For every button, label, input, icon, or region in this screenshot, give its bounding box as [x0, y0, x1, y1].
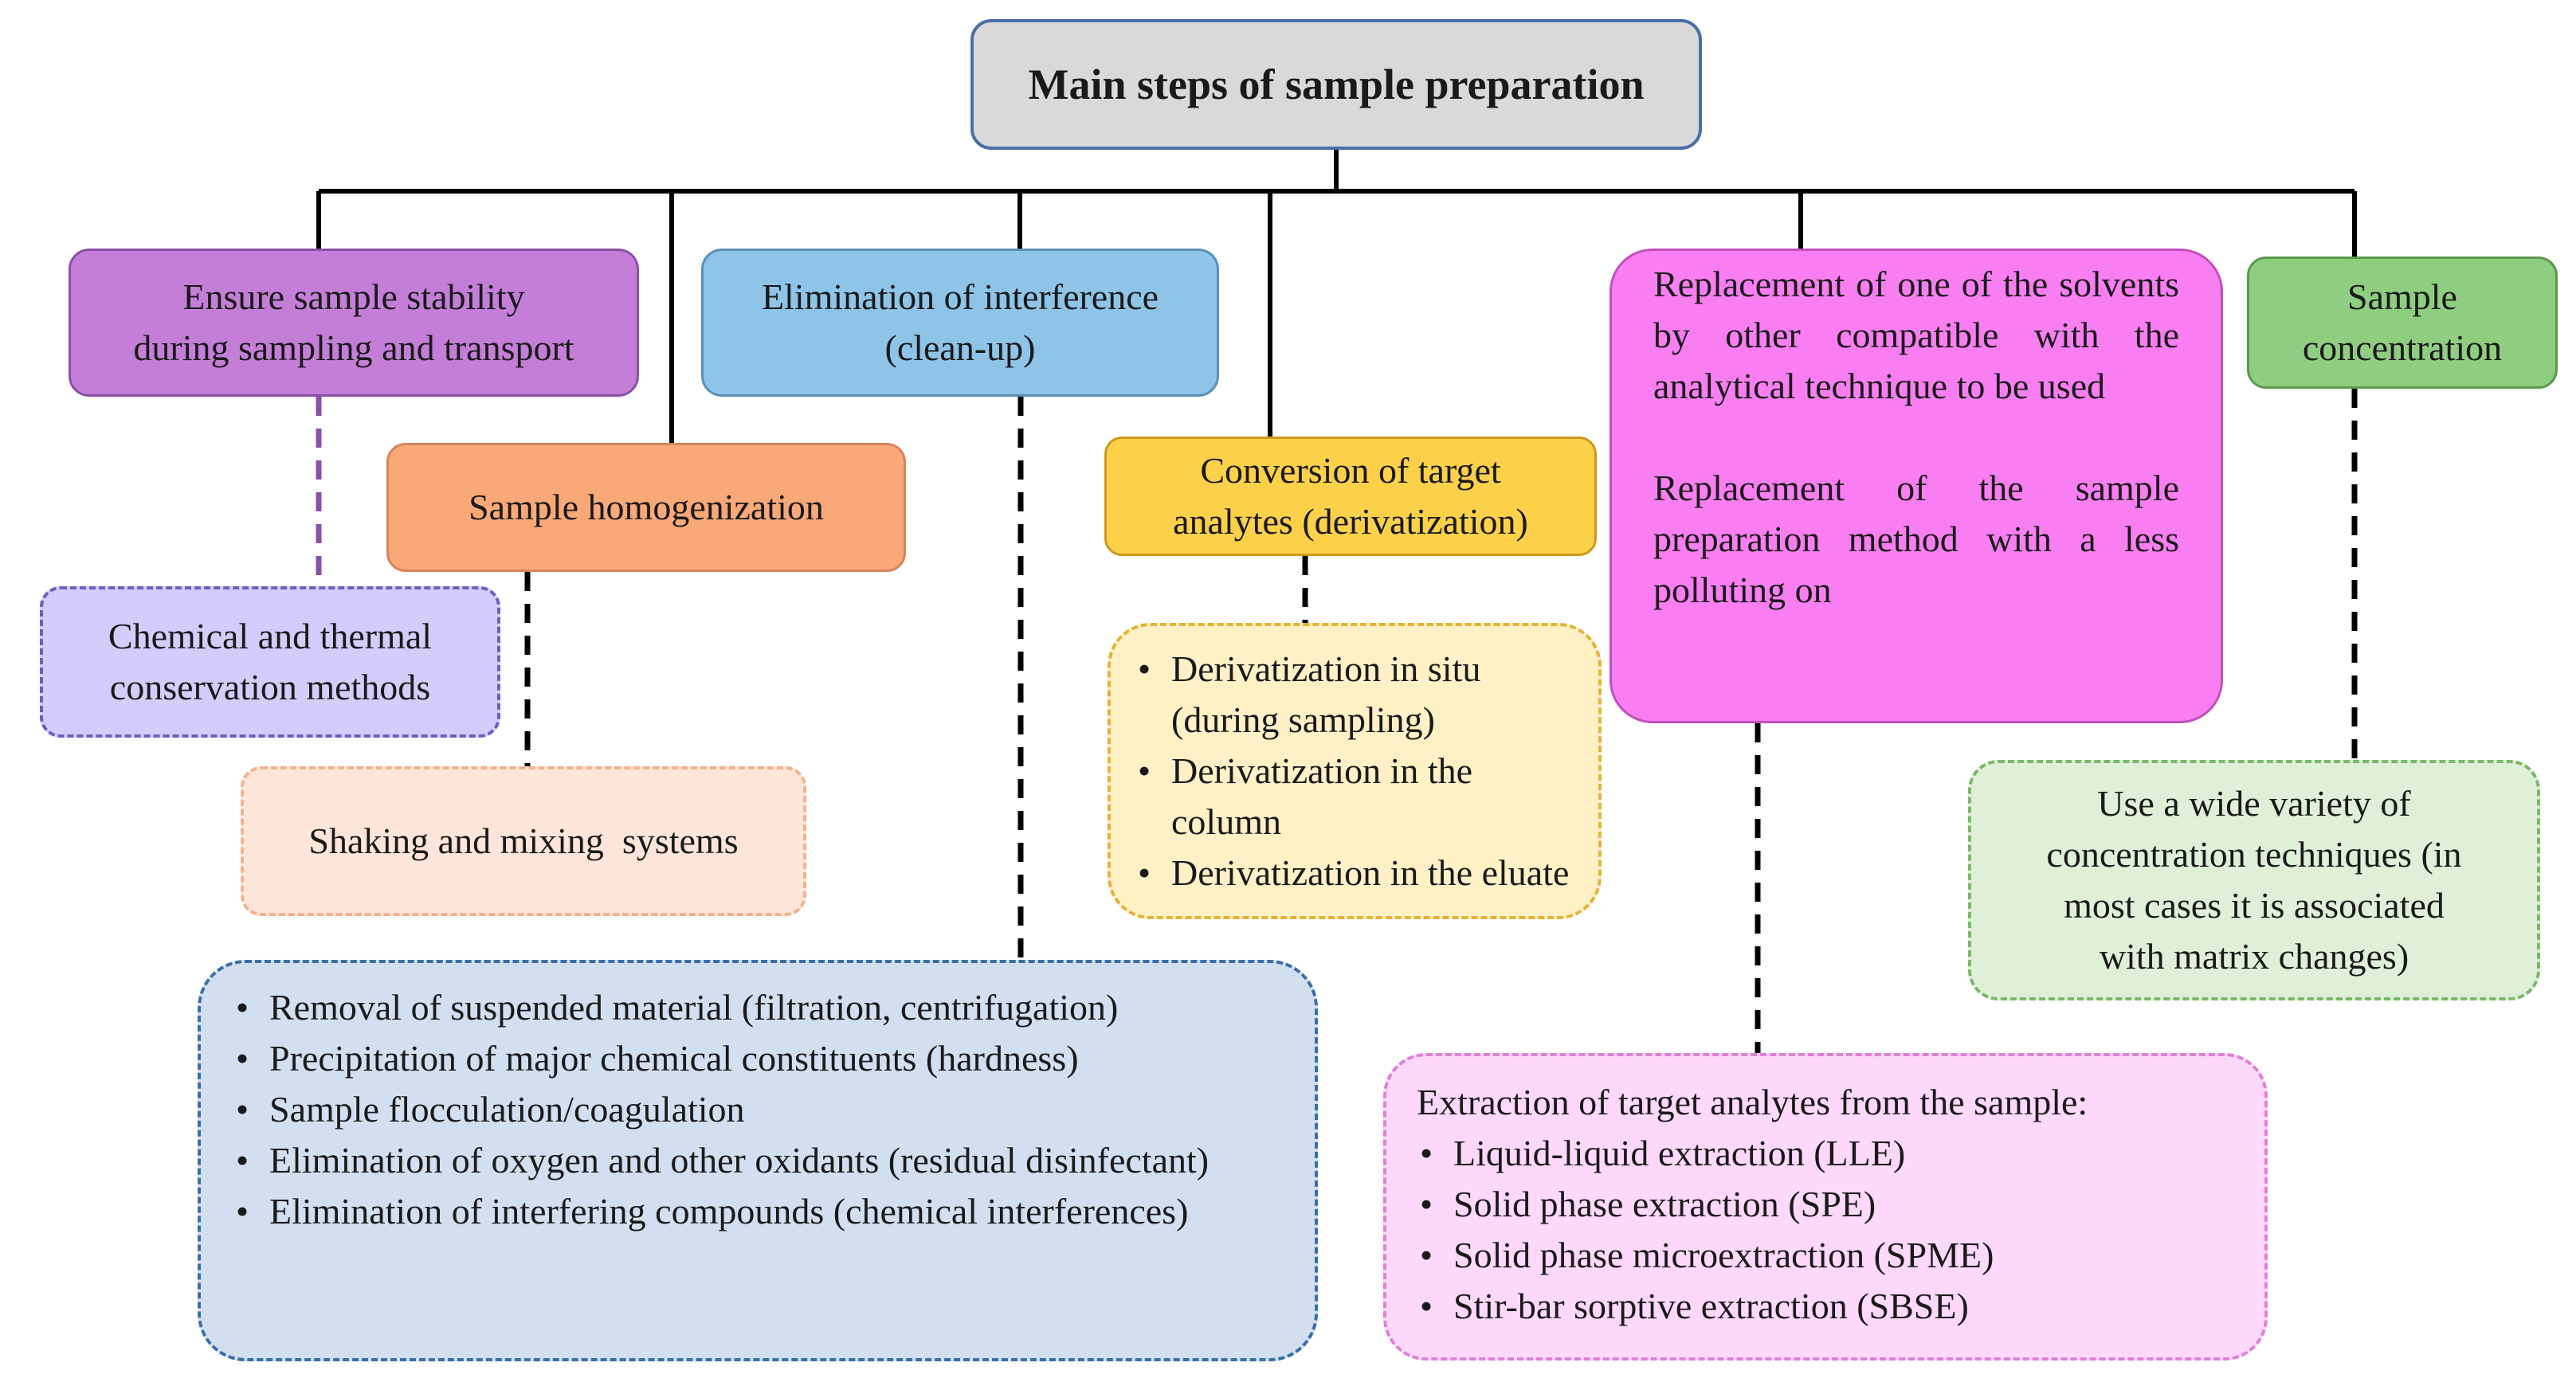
extraction-technique-item: Stir-bar sorptive extraction (SBSE)	[1417, 1281, 1994, 1332]
detail-concentration-techniques: Use a wide variety of concentration tech…	[1968, 760, 2540, 1000]
replacement-paragraph-2: Replacement of the sample preparation me…	[1653, 468, 2179, 610]
step-derivatization-line-2: analytes (derivatization)	[1173, 501, 1528, 542]
extraction-technique-list: Liquid-liquid extraction (LLE) Solid pha…	[1417, 1128, 1994, 1332]
step-replacement: Replacement of one of the solvents by ot…	[1610, 249, 2223, 723]
interference-method-item: Sample flocculation/coagulation	[233, 1084, 1209, 1135]
detail-conservation-line-2: conservation methods	[109, 667, 431, 707]
step-stability-line-2: during sampling and transport	[133, 327, 574, 368]
step-interference-line-1: Elimination of interference	[761, 276, 1159, 317]
detail-concentration-line-1: Use a wide variety of	[2097, 783, 2411, 824]
extraction-technique-item: Solid phase extraction (SPE)	[1417, 1179, 1994, 1230]
root-label: Main steps of sample preparation	[1028, 61, 1645, 108]
step-sample-homogenization: Sample homogenization	[386, 443, 906, 572]
step-sample-concentration: Sample concentration	[2247, 256, 2558, 389]
step-derivatization-line-1: Conversion of target	[1200, 450, 1501, 491]
extraction-technique-item: Solid phase microextraction (SPME)	[1417, 1230, 1994, 1281]
extraction-intro: Extraction of target analytes from the s…	[1417, 1082, 2088, 1122]
detail-extraction-techniques: Extraction of target analytes from the s…	[1383, 1053, 2268, 1361]
extraction-technique-item: Liquid-liquid extraction (LLE)	[1417, 1128, 1994, 1179]
root-node: Main steps of sample preparation	[970, 19, 1702, 150]
detail-concentration-line-2: concentration techniques (in	[2046, 834, 2462, 875]
step-elimination-of-interference: Elimination of interference (clean-up)	[701, 249, 1219, 397]
replacement-paragraph-gap	[1653, 412, 2179, 463]
detail-shaking-label: Shaking and mixing systems	[308, 820, 739, 861]
interference-method-list: Removal of suspended material (filtratio…	[233, 982, 1209, 1237]
step-interference-line-2: (clean-up)	[884, 327, 1036, 368]
derivatization-method-item: Derivatization in situ (during sampling)	[1135, 644, 1581, 746]
interference-method-item: Elimination of interfering compounds (ch…	[233, 1186, 1209, 1237]
interference-method-item: Precipitation of major chemical constitu…	[233, 1033, 1209, 1084]
step-homogenization-label: Sample homogenization	[469, 487, 824, 527]
detail-interference-methods: Removal of suspended material (filtratio…	[198, 960, 1318, 1361]
detail-concentration-line-4: with matrix changes)	[2099, 936, 2409, 977]
detail-concentration-line-3: most cases it is associated	[2064, 885, 2445, 926]
step-stability-line-1: Ensure sample stability	[182, 276, 525, 317]
derivatization-method-item: Derivatization in the eluate	[1135, 848, 1581, 899]
derivatization-method-list: Derivatization in situ (during sampling)…	[1135, 644, 1581, 899]
detail-derivatization-methods: Derivatization in situ (during sampling)…	[1108, 623, 1602, 919]
step-concentration-line-2: concentration	[2302, 327, 2503, 368]
detail-conservation-line-1: Chemical and thermal	[108, 616, 433, 656]
derivatization-method-item: Derivatization in the column	[1135, 746, 1581, 848]
detail-conservation-methods: Chemical and thermal conservation method…	[40, 586, 500, 738]
interference-method-item: Elimination of oxygen and other oxidants…	[233, 1135, 1209, 1186]
detail-shaking-mixing: Shaking and mixing systems	[241, 766, 806, 916]
replacement-paragraph-1: Replacement of one of the solvents by ot…	[1653, 264, 2179, 406]
step-concentration-line-1: Sample	[2347, 276, 2457, 317]
step-conversion-derivatization: Conversion of target analytes (derivatiz…	[1104, 437, 1597, 556]
interference-method-item: Removal of suspended material (filtratio…	[233, 982, 1209, 1033]
step-sample-stability: Ensure sample stability during sampling …	[69, 249, 639, 397]
